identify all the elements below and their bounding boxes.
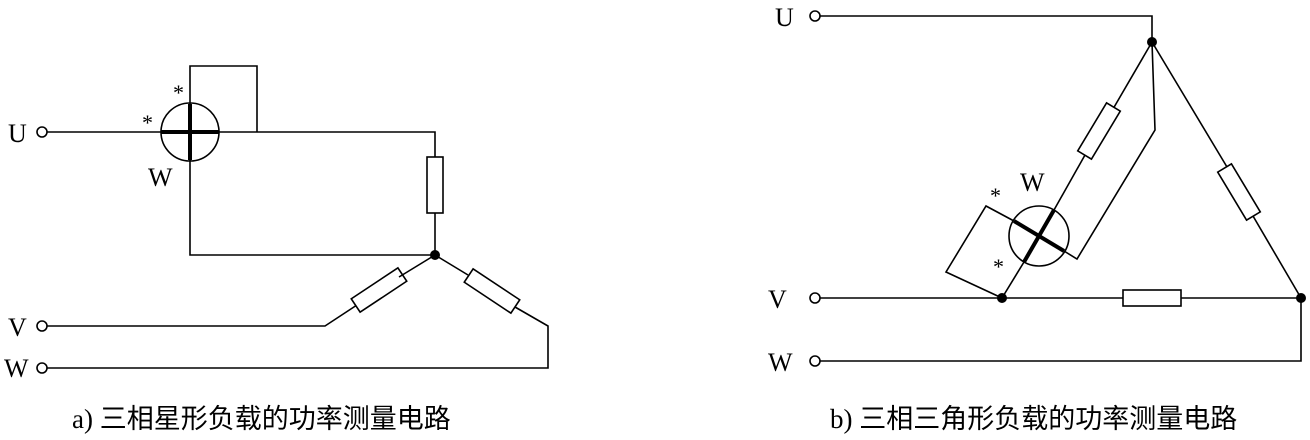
terminal-u xyxy=(36,126,48,138)
wire-left-to-meter xyxy=(1053,154,1086,211)
diagram-b-delta-load: U V W W * * b xyxy=(768,3,1306,434)
terminal-w xyxy=(36,362,48,374)
current-coil-marker: * xyxy=(993,254,1004,279)
terminal-w-label: W xyxy=(4,354,29,383)
terminal-v xyxy=(809,292,821,304)
wire-right-upper xyxy=(1151,41,1228,168)
resistor-right xyxy=(1216,162,1262,222)
terminal-v xyxy=(36,320,48,332)
resistor-v xyxy=(350,266,408,314)
caption-a: a) 三相星形负载的功率测量电路 xyxy=(72,404,451,434)
resistor-bottom xyxy=(1122,289,1182,307)
wattmeter-label: W xyxy=(148,163,173,192)
line-v xyxy=(47,302,361,327)
resistor-left xyxy=(1076,101,1122,161)
line-w xyxy=(47,306,549,369)
voltage-coil-loop-right xyxy=(1063,41,1156,261)
voltage-coil-marker: * xyxy=(990,183,1001,208)
wattmeter-symbol xyxy=(1008,205,1070,267)
wire-right-lower xyxy=(1252,215,1302,299)
diagram-a-star-load: U V W W * * a) 三相星形负载的功率测量电路 xyxy=(4,65,549,434)
voltage-coil-loop xyxy=(189,65,258,132)
current-coil-marker: * xyxy=(142,110,153,135)
line-w xyxy=(820,298,1302,362)
voltage-coil xyxy=(1012,219,1066,253)
terminal-u-label: U xyxy=(8,119,27,148)
resistor-w xyxy=(463,267,521,315)
caption-b: b) 三相三角形负载的功率测量电路 xyxy=(830,404,1237,434)
line-u xyxy=(820,15,1153,42)
terminal-w-label: W xyxy=(768,348,793,377)
terminal-v-label: V xyxy=(8,313,27,342)
wire-w-to-neutral xyxy=(434,254,469,276)
voltage-coil-marker: * xyxy=(173,80,184,105)
voltage-coil-loop-left xyxy=(944,204,1015,299)
voltage-coil-to-neutral xyxy=(189,160,435,256)
terminal-v-label: V xyxy=(768,285,787,314)
terminal-u-label: U xyxy=(775,3,794,32)
resistor-u xyxy=(426,156,444,214)
wire-meter-to-node xyxy=(1001,261,1025,299)
wire-v-to-neutral xyxy=(398,254,436,278)
wattmeter-label: W xyxy=(1020,168,1045,197)
terminal-w xyxy=(809,355,821,367)
line-u-out xyxy=(219,131,436,157)
wire-left-upper xyxy=(1112,41,1153,110)
terminal-u xyxy=(809,10,821,22)
